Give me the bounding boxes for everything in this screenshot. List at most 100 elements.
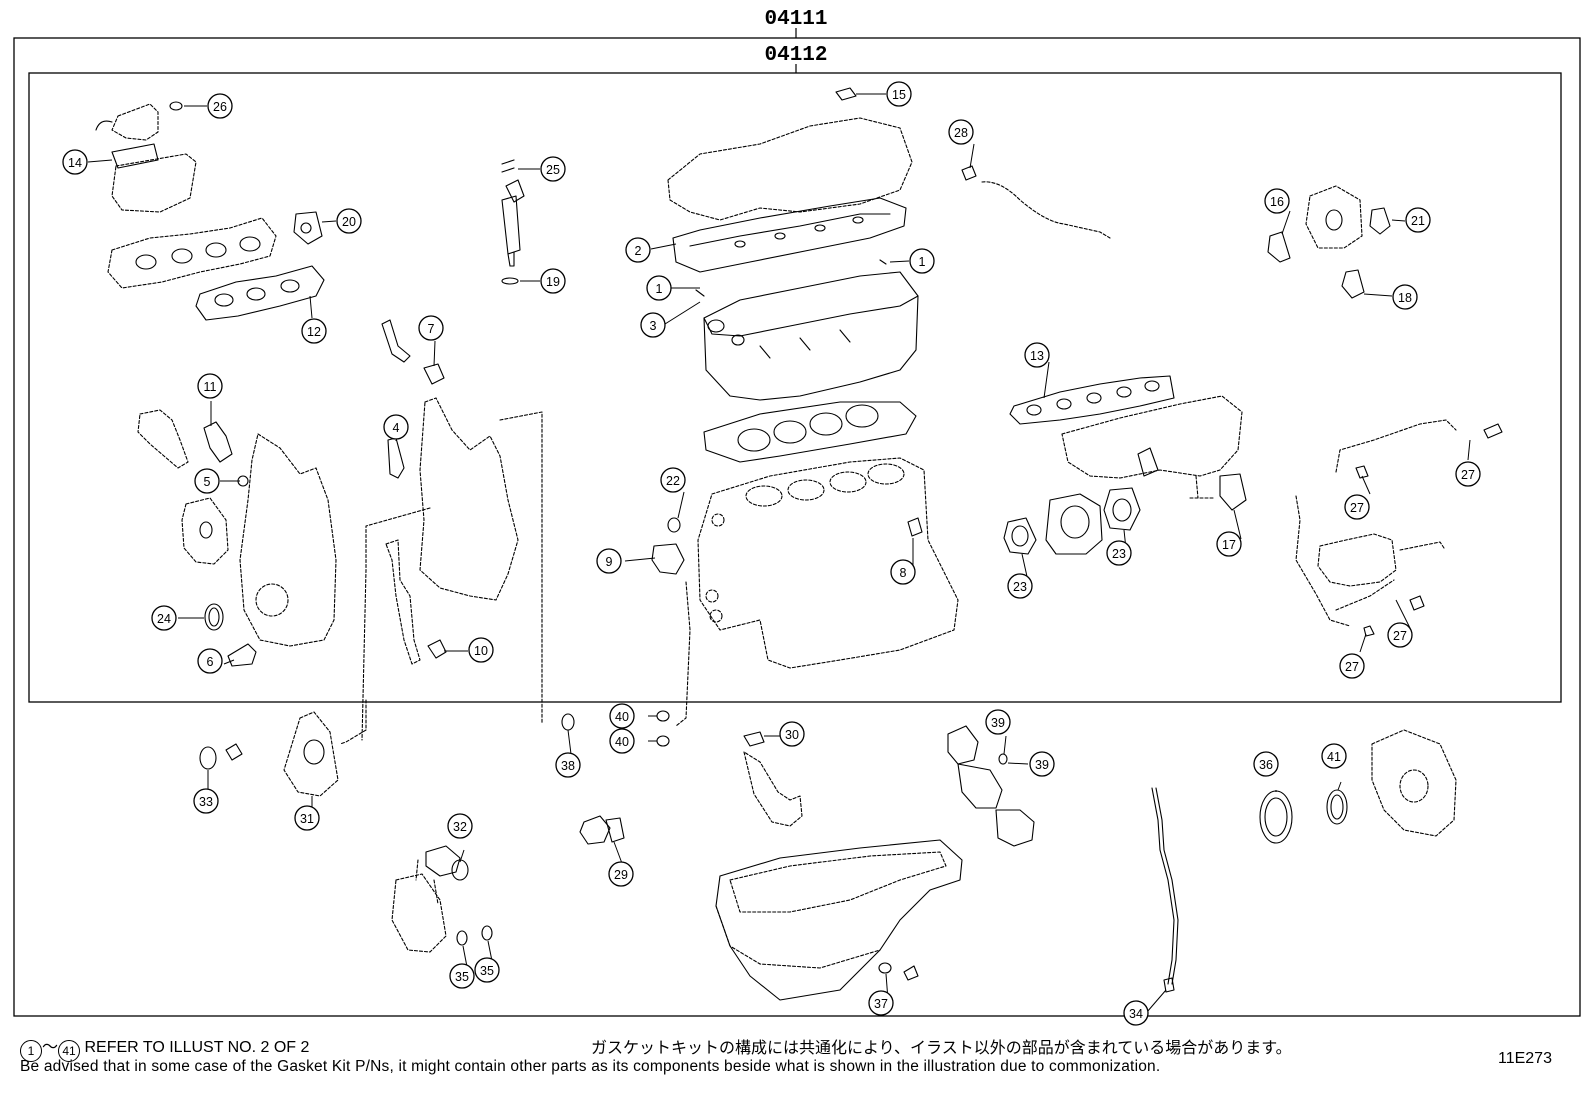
callout-1-left: 1 bbox=[646, 275, 672, 301]
svg-text:18: 18 bbox=[1398, 291, 1412, 305]
injector-drawing bbox=[501, 159, 525, 285]
callout-39-top: 39 bbox=[985, 709, 1011, 735]
svg-text:22: 22 bbox=[666, 474, 680, 488]
callout-8: 8 bbox=[890, 559, 916, 585]
callout-32: 32 bbox=[447, 813, 473, 839]
callout-15: 15 bbox=[886, 81, 912, 107]
svg-text:9: 9 bbox=[606, 555, 613, 569]
callout-26: 26 bbox=[207, 93, 233, 119]
refer-note: 1〜41 REFER TO ILLUST NO. 2 OF 2 bbox=[20, 1033, 309, 1062]
svg-text:15: 15 bbox=[892, 88, 906, 102]
callout-6: 6 bbox=[197, 648, 223, 674]
callout-1-right: 1 bbox=[909, 248, 935, 274]
svg-text:25: 25 bbox=[546, 163, 560, 177]
egr-insulator-drawing bbox=[95, 101, 197, 213]
svg-text:31: 31 bbox=[300, 812, 314, 826]
callout-35-left: 35 bbox=[449, 963, 475, 989]
rear-oil-seal-retainer-drawing bbox=[1371, 729, 1457, 837]
svg-text:1: 1 bbox=[656, 282, 663, 296]
callout-5: 5 bbox=[194, 468, 220, 494]
callout-41: 41 bbox=[1321, 743, 1347, 769]
oil-pan-drawing bbox=[715, 839, 963, 1001]
callout-38: 38 bbox=[555, 752, 581, 778]
callout-29: 29 bbox=[608, 861, 634, 887]
range-start-marker: 1 bbox=[20, 1040, 42, 1062]
callout-23-left: 23 bbox=[1007, 573, 1033, 599]
callout-37: 37 bbox=[868, 990, 894, 1016]
callout-21: 21 bbox=[1405, 207, 1431, 233]
timing-cover-drawing bbox=[239, 397, 691, 745]
callout-20: 20 bbox=[336, 208, 362, 234]
callout-23-right: 23 bbox=[1106, 540, 1132, 566]
callout-28: 28 bbox=[948, 119, 974, 145]
oil-cooler-drawing bbox=[391, 845, 469, 953]
svg-text:13: 13 bbox=[1030, 349, 1044, 363]
cylinder-block-drawing bbox=[697, 457, 959, 669]
svg-text:27: 27 bbox=[1350, 501, 1364, 515]
illustration-code: 11E273 bbox=[1498, 1050, 1552, 1067]
callout-11: 11 bbox=[197, 373, 223, 399]
svg-text:21: 21 bbox=[1411, 214, 1425, 228]
callout-27-d: 27 bbox=[1339, 653, 1365, 679]
callout-4: 4 bbox=[383, 414, 409, 440]
svg-text:26: 26 bbox=[213, 100, 227, 114]
svg-text:35: 35 bbox=[455, 970, 469, 984]
refer-note-text: REFER TO ILLUST NO. 2 OF 2 bbox=[84, 1039, 310, 1056]
svg-text:20: 20 bbox=[342, 215, 356, 229]
svg-text:27: 27 bbox=[1393, 629, 1407, 643]
svg-text:23: 23 bbox=[1013, 580, 1027, 594]
note-japanese: ガスケットキットの構成には共通化により、イラスト以外の部品が含まれている場合があ… bbox=[591, 1038, 1292, 1057]
cylinder-head-drawing bbox=[695, 259, 919, 401]
callout-7: 7 bbox=[418, 315, 444, 341]
svg-text:39: 39 bbox=[1035, 758, 1049, 772]
oil-filter-drawing bbox=[947, 725, 1035, 847]
svg-text:34: 34 bbox=[1129, 1007, 1143, 1021]
callouts: 26 14 20 12 25 19 15 2 1 1 3 28 16 21 18… bbox=[62, 81, 1481, 1026]
intake-manifold-drawing bbox=[1009, 375, 1247, 511]
svg-text:10: 10 bbox=[474, 644, 488, 658]
callout-27-a: 27 bbox=[1455, 461, 1481, 487]
callout-17: 17 bbox=[1216, 531, 1242, 557]
kit-outer-frame bbox=[13, 37, 1581, 1017]
callout-36: 36 bbox=[1253, 751, 1279, 777]
callout-27-c: 27 bbox=[1387, 622, 1413, 648]
svg-text:4: 4 bbox=[393, 421, 400, 435]
svg-text:29: 29 bbox=[614, 868, 628, 882]
callout-13: 13 bbox=[1024, 342, 1050, 368]
svg-text:28: 28 bbox=[954, 126, 968, 140]
svg-text:19: 19 bbox=[546, 275, 560, 289]
svg-text:40: 40 bbox=[615, 735, 629, 749]
kit-inner-frame bbox=[28, 72, 1562, 703]
callout-10: 10 bbox=[468, 637, 494, 663]
callout-25: 25 bbox=[540, 156, 566, 182]
oil-pump-cover-drawing bbox=[283, 711, 339, 797]
range-tilde: 〜 bbox=[42, 1039, 59, 1056]
callout-18: 18 bbox=[1392, 284, 1418, 310]
callout-2: 2 bbox=[625, 237, 651, 263]
head-cover-drawing bbox=[667, 87, 913, 273]
svg-text:32: 32 bbox=[453, 820, 467, 834]
svg-text:27: 27 bbox=[1345, 660, 1359, 674]
callout-40-bottom: 40 bbox=[609, 728, 635, 754]
callout-33: 33 bbox=[193, 788, 219, 814]
callout-19: 19 bbox=[540, 268, 566, 294]
svg-text:12: 12 bbox=[307, 325, 321, 339]
callout-34: 34 bbox=[1123, 1000, 1149, 1026]
callout-30: 30 bbox=[779, 721, 805, 747]
callout-35-right: 35 bbox=[474, 957, 500, 983]
water-pump-drawing bbox=[137, 409, 233, 565]
callout-39-right: 39 bbox=[1029, 751, 1055, 777]
svg-text:30: 30 bbox=[785, 728, 799, 742]
callout-31: 31 bbox=[294, 805, 320, 831]
callout-14: 14 bbox=[62, 149, 88, 175]
callout-16: 16 bbox=[1264, 188, 1290, 214]
svg-text:1: 1 bbox=[919, 255, 926, 269]
egr-valve-drawing bbox=[1267, 185, 1391, 299]
svg-text:33: 33 bbox=[199, 795, 213, 809]
svg-text:24: 24 bbox=[157, 612, 171, 626]
callout-22: 22 bbox=[660, 467, 686, 493]
callout-3: 3 bbox=[640, 312, 666, 338]
callout-9: 9 bbox=[596, 548, 622, 574]
svg-text:16: 16 bbox=[1270, 195, 1284, 209]
